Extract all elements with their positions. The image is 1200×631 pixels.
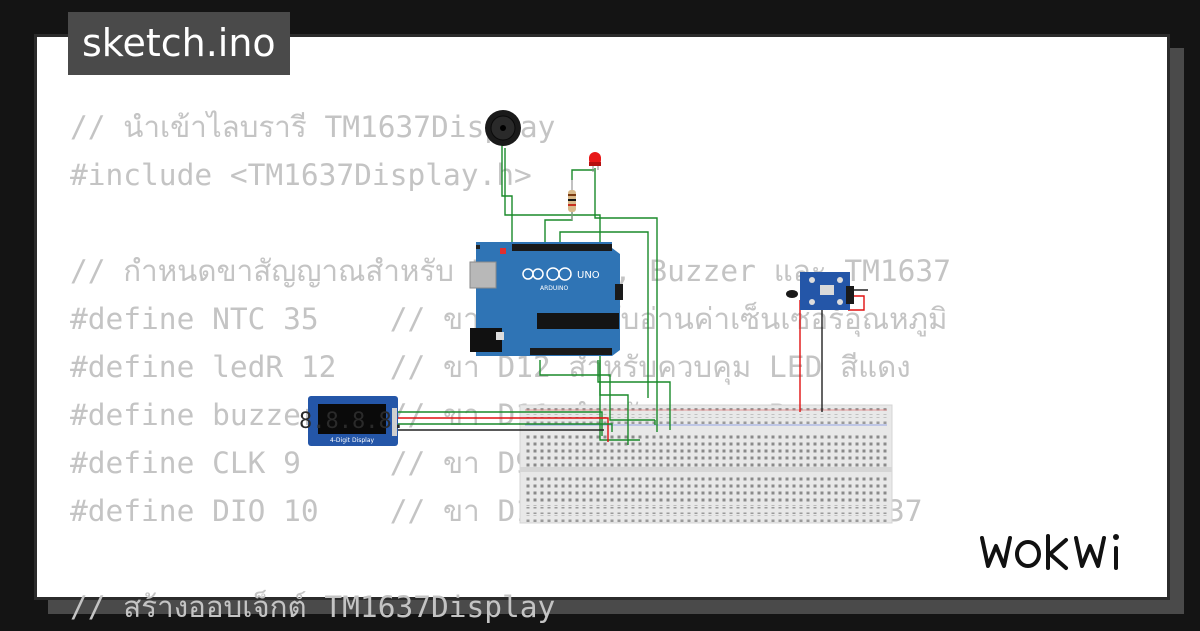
tm1637-display[interactable]: 8.8.8.8. 4-Digit Display <box>299 396 405 446</box>
resistor[interactable] <box>568 180 576 220</box>
arduino-brand-label: ARDUINO <box>540 285 569 292</box>
led-red[interactable] <box>589 152 601 172</box>
code-line: #define ledR 12 // ขา D12 สำหรับควบคุม L… <box>70 350 911 384</box>
wires <box>395 140 868 445</box>
display-caption: 4-Digit Display <box>330 437 375 444</box>
wokwi-logo <box>980 534 1119 570</box>
breadboard[interactable] <box>519 404 893 524</box>
display-digits: 8.8.8.8. <box>299 409 405 434</box>
code-line: #include <TM1637Display.h> <box>70 158 532 192</box>
ntc-sensor-module[interactable] <box>786 272 854 310</box>
code-line: // สร้างออบเจ็กต์ TM1637Display <box>70 590 556 624</box>
page-title: sketch.ino <box>68 12 290 75</box>
arduino-model-label: UNO <box>577 270 600 281</box>
buzzer[interactable] <box>485 110 521 146</box>
arduino-uno[interactable]: UNO ARDUINO <box>469 242 623 356</box>
